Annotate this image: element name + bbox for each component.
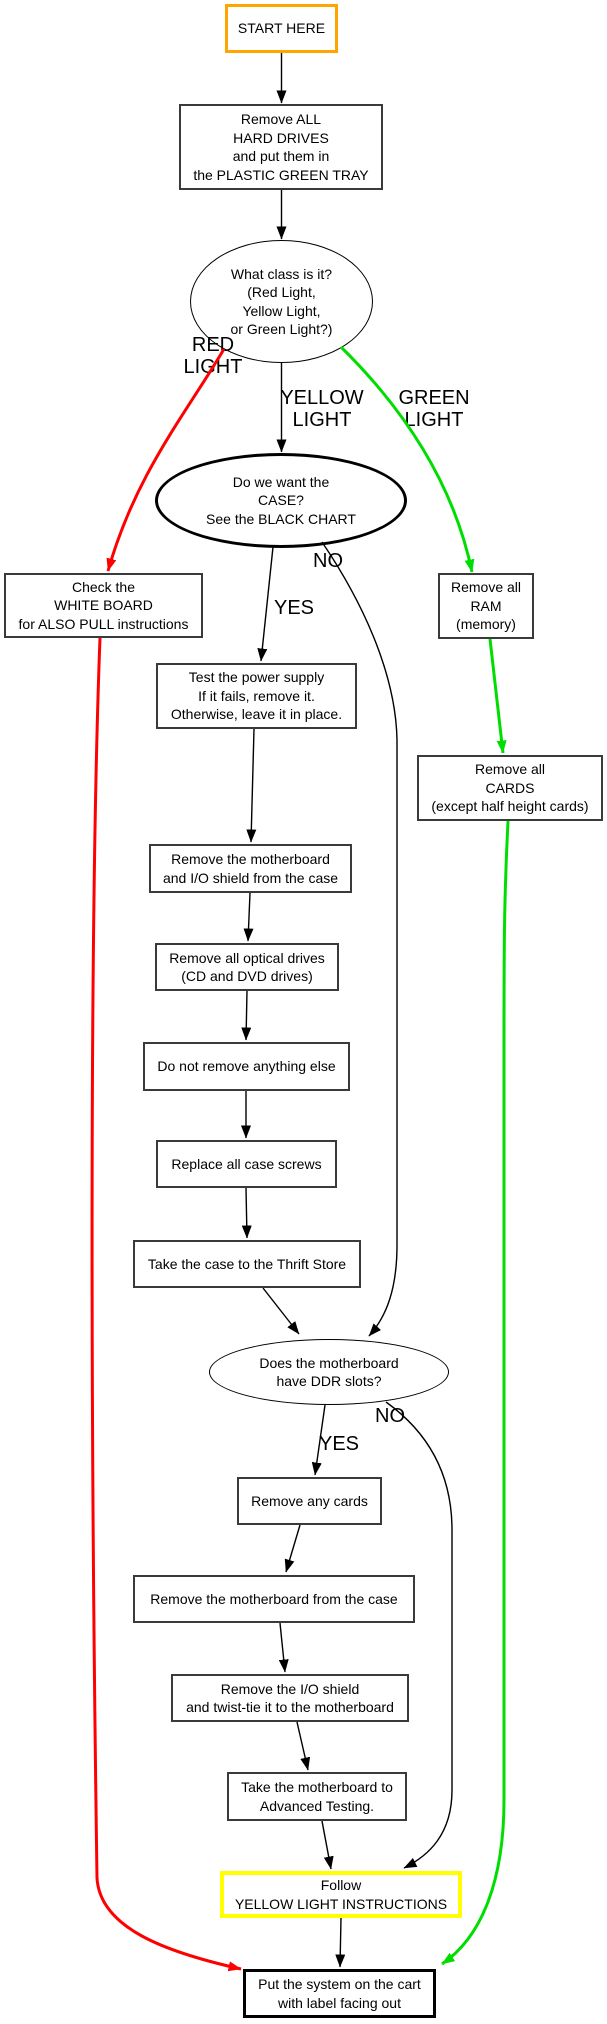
edge-label-yes-ddr: YES bbox=[318, 1433, 360, 1455]
edge-ioshield-to-advtesting bbox=[296, 1721, 311, 1771]
node-what-class: What class is it? (Red Light, Yellow Lig… bbox=[190, 240, 373, 363]
edge-case-yes bbox=[257, 546, 274, 662]
node-remove-ram: Remove all RAM (memory) bbox=[438, 573, 534, 639]
node-io-shield: Remove the I/O shield and twist-tie it t… bbox=[171, 1674, 409, 1722]
node-advanced-testing: Take the motherboard to Advanced Testing… bbox=[227, 1772, 407, 1821]
node-start-here: START HERE bbox=[225, 4, 338, 53]
node-remove-mobo-shield: Remove the motherboard and I/O shield fr… bbox=[149, 844, 352, 893]
edge-label-red-light: RED LIGHT bbox=[183, 334, 243, 378]
edge-label-green-light: GREEN LIGHT bbox=[398, 387, 470, 431]
edge-psu-to-mobo bbox=[246, 728, 257, 843]
edge-label-yes-case: YES bbox=[273, 597, 315, 619]
edge-thrift-to-ddr bbox=[262, 1287, 300, 1335]
edge-green-light bbox=[339, 345, 475, 573]
edge-advtesting-to-yellow bbox=[321, 1820, 334, 1870]
node-replace-screws: Replace all case screws bbox=[156, 1140, 337, 1188]
node-nothing-else: Do not remove anything else bbox=[143, 1042, 350, 1091]
node-check-whiteboard: Check the WHITE BOARD for ALSO PULL inst… bbox=[4, 573, 203, 638]
edge-label-no-ddr: NO bbox=[375, 1405, 405, 1427]
edge-case-no bbox=[321, 541, 398, 1337]
edge-label-yellow-light: YELLOW LIGHT bbox=[280, 387, 364, 431]
node-remove-any-cards: Remove any cards bbox=[237, 1477, 382, 1525]
node-remove-hard-drives: Remove ALL HARD DRIVES and put them in t… bbox=[179, 104, 383, 190]
node-put-on-cart: Put the system on the cart with label fa… bbox=[243, 1969, 436, 2018]
edge-whiteboard-to-cart bbox=[90, 637, 242, 1972]
node-remove-optical: Remove all optical drives (CD and DVD dr… bbox=[155, 943, 339, 991]
node-want-case: Do we want the CASE? See the BLACK CHART bbox=[155, 453, 407, 548]
edge-ram-to-cards bbox=[488, 638, 507, 754]
edge-yellow-to-cart bbox=[335, 1917, 346, 1968]
edge-cards-to-cart bbox=[441, 820, 510, 1966]
node-follow-yellow-light: Follow YELLOW LIGHT INSTRUCTIONS bbox=[220, 1871, 462, 1918]
edge-label-no-case: NO bbox=[313, 550, 343, 572]
edge-screws-to-thrift bbox=[241, 1187, 252, 1239]
edge-optical-to-nothing bbox=[241, 990, 252, 1041]
node-thrift-store: Take the case to the Thrift Store bbox=[133, 1240, 361, 1288]
edge-mobo-to-optical bbox=[243, 892, 254, 942]
edge-mobocase-to-ioshield bbox=[278, 1622, 289, 1673]
node-ddr-slots: Does the motherboard have DDR slots? bbox=[209, 1339, 449, 1405]
node-remove-cards: Remove all CARDS (except half height car… bbox=[417, 755, 603, 821]
edge-anycards-to-mobocase bbox=[284, 1524, 301, 1573]
node-mobo-from-case: Remove the motherboard from the case bbox=[133, 1575, 415, 1623]
node-test-power-supply: Test the power supply If it fails, remov… bbox=[156, 663, 357, 729]
